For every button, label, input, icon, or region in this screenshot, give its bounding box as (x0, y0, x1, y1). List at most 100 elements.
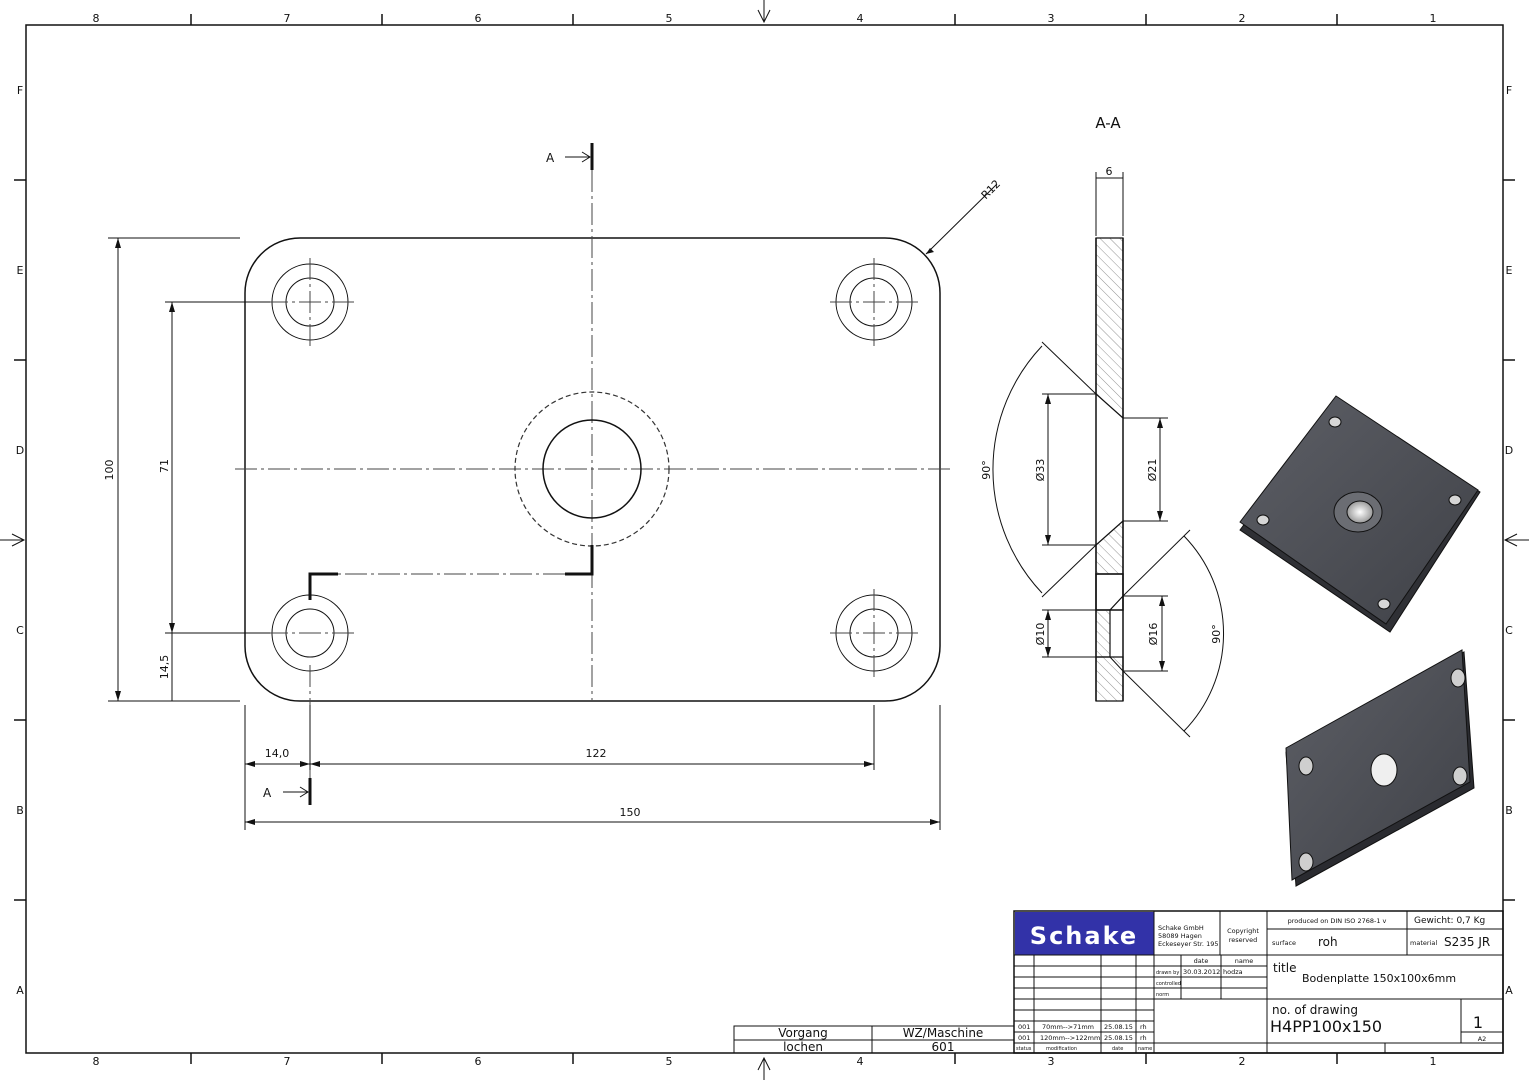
rev-date: 25.08.15 (1104, 1034, 1133, 1042)
logo-text: Schake (1030, 922, 1138, 950)
company-logo (1015, 912, 1154, 955)
sheet-format: A2 (1478, 1035, 1487, 1043)
center-mark-left (0, 533, 26, 547)
dim-angle-large: 90° (980, 460, 993, 480)
hole-bottom-right (830, 589, 918, 677)
zone-row: E (1506, 264, 1513, 277)
zone-col: 8 (93, 1055, 100, 1068)
dim-csk-small: Ø16 (1147, 623, 1160, 646)
zone-col-labels-top: 8 7 6 5 4 3 2 1 (93, 12, 1437, 25)
zone-row: F (17, 84, 23, 97)
zone-col: 4 (857, 1055, 864, 1068)
surface-label: surface (1272, 939, 1296, 947)
center-mark-right (1503, 533, 1529, 547)
rev-name: rh (1140, 1034, 1147, 1042)
rev-name: rh (1140, 1023, 1147, 1031)
rev-date: 25.08.15 (1104, 1023, 1133, 1031)
title-value: Bodenplatte 150x100x6mm (1302, 972, 1456, 985)
dim-height-total: 100 (103, 460, 116, 481)
zone-row: E (17, 264, 24, 277)
zone-col-labels-bottom: 8 7 6 5 4 3 2 1 (93, 1055, 1437, 1068)
name-header: name (1235, 957, 1253, 965)
section-label: A (546, 151, 555, 165)
drawing-number: H4PP100x150 (1270, 1017, 1382, 1036)
center-mark-top (757, 0, 771, 24)
material-value: S235 JR (1444, 935, 1490, 949)
process-operation: lochen (783, 1040, 823, 1054)
controlled-label: controlled (1156, 981, 1181, 987)
hole-top-right (830, 258, 918, 346)
zone-col: 2 (1239, 1055, 1246, 1068)
dim-thickness: 6 (1106, 165, 1113, 178)
dim-hole-offset-h: 14,0 (265, 747, 290, 760)
dim-csk-inner-large: Ø21 (1146, 459, 1159, 482)
hole-top-left (266, 258, 354, 346)
zone-col: 2 (1239, 12, 1246, 25)
dim-hole-spacing-v: 71 (158, 459, 171, 473)
zone-col: 3 (1048, 1055, 1055, 1068)
rev-status: 001 (1018, 1023, 1030, 1031)
dim-width-total: 150 (620, 806, 641, 819)
section-title: A-A (1095, 114, 1121, 132)
zone-col: 6 (475, 1055, 482, 1068)
rev-header-modification: modification (1046, 1046, 1077, 1052)
zone-col: 4 (857, 12, 864, 25)
zone-row: A (16, 984, 24, 997)
dim-csk-outer-large: Ø33 (1034, 459, 1047, 482)
dim-hole-small: Ø10 (1034, 623, 1047, 646)
date-header: date (1194, 957, 1209, 965)
drawing-no-label: no. of drawing (1272, 1003, 1358, 1017)
zone-row-labels-right: F E D C B A (1505, 84, 1513, 997)
norm-label: norm (1156, 992, 1169, 998)
section-view: A-A 6 Ø33 Ø21 90° (980, 114, 1225, 738)
copyright-line: reserved (1229, 936, 1258, 944)
zone-col: 1 (1430, 1055, 1437, 1068)
standard-note: produced on DIN ISO 2768-1 v (1288, 917, 1387, 925)
weight-note: Gewicht: 0,7 Kg (1414, 916, 1485, 926)
process-table: Vorgang WZ/Maschine lochen 601 (733, 1025, 1015, 1054)
section-cut-bend (565, 545, 594, 576)
rev-header-date: date (1112, 1046, 1123, 1052)
material-label: material (1410, 939, 1437, 947)
zone-row: D (16, 444, 24, 457)
zone-row: D (1505, 444, 1513, 457)
rev-modification: 70mm-->71mm (1042, 1023, 1094, 1031)
rev-header-status: status (1016, 1046, 1032, 1052)
process-header-machine: WZ/Maschine (903, 1026, 984, 1040)
drawn-name: hodza (1223, 968, 1243, 976)
dim-hole-spacing-h: 122 (586, 747, 607, 760)
rev-status: 001 (1018, 1034, 1030, 1042)
drawn-date: 30.03.2012 (1183, 968, 1220, 976)
iso-view-top (1239, 395, 1481, 633)
title-block: Schake Schake GmbH 58089 Hagen Eckeseyer… (1013, 910, 1504, 1054)
zone-col: 7 (284, 12, 291, 25)
zone-row: A (1505, 984, 1513, 997)
rev-modification: 120mm-->122mm (1040, 1034, 1100, 1042)
zone-row: F (1506, 84, 1512, 97)
zone-row: C (16, 624, 24, 637)
zone-col: 5 (666, 12, 673, 25)
center-mark-bottom (757, 1056, 771, 1080)
copyright-line: Copyright (1227, 927, 1259, 935)
zone-col: 5 (666, 1055, 673, 1068)
dim-angle-small: 90° (1210, 624, 1223, 644)
hole-bottom-left (266, 594, 354, 672)
iso-view-bottom (1285, 649, 1475, 887)
company-line: 58089 Hagen (1158, 932, 1202, 940)
surface-value: roh (1318, 935, 1338, 949)
zone-col: 1 (1430, 12, 1437, 25)
drawn-by-label: drawn by (1156, 970, 1179, 976)
zone-row: B (1505, 804, 1513, 817)
process-header-operation: Vorgang (778, 1026, 828, 1040)
zone-col: 3 (1048, 12, 1055, 25)
front-view: A A R12 100 71 14,5 14,0 12 (103, 143, 1003, 830)
company-line: Schake GmbH (1158, 924, 1204, 932)
title-label: title (1273, 961, 1296, 975)
zone-row: C (1505, 624, 1513, 637)
zone-row: B (16, 804, 24, 817)
zone-col: 7 (284, 1055, 291, 1068)
zone-col: 8 (93, 12, 100, 25)
sheet-number: 1 (1473, 1013, 1483, 1032)
process-machine: 601 (932, 1040, 955, 1054)
